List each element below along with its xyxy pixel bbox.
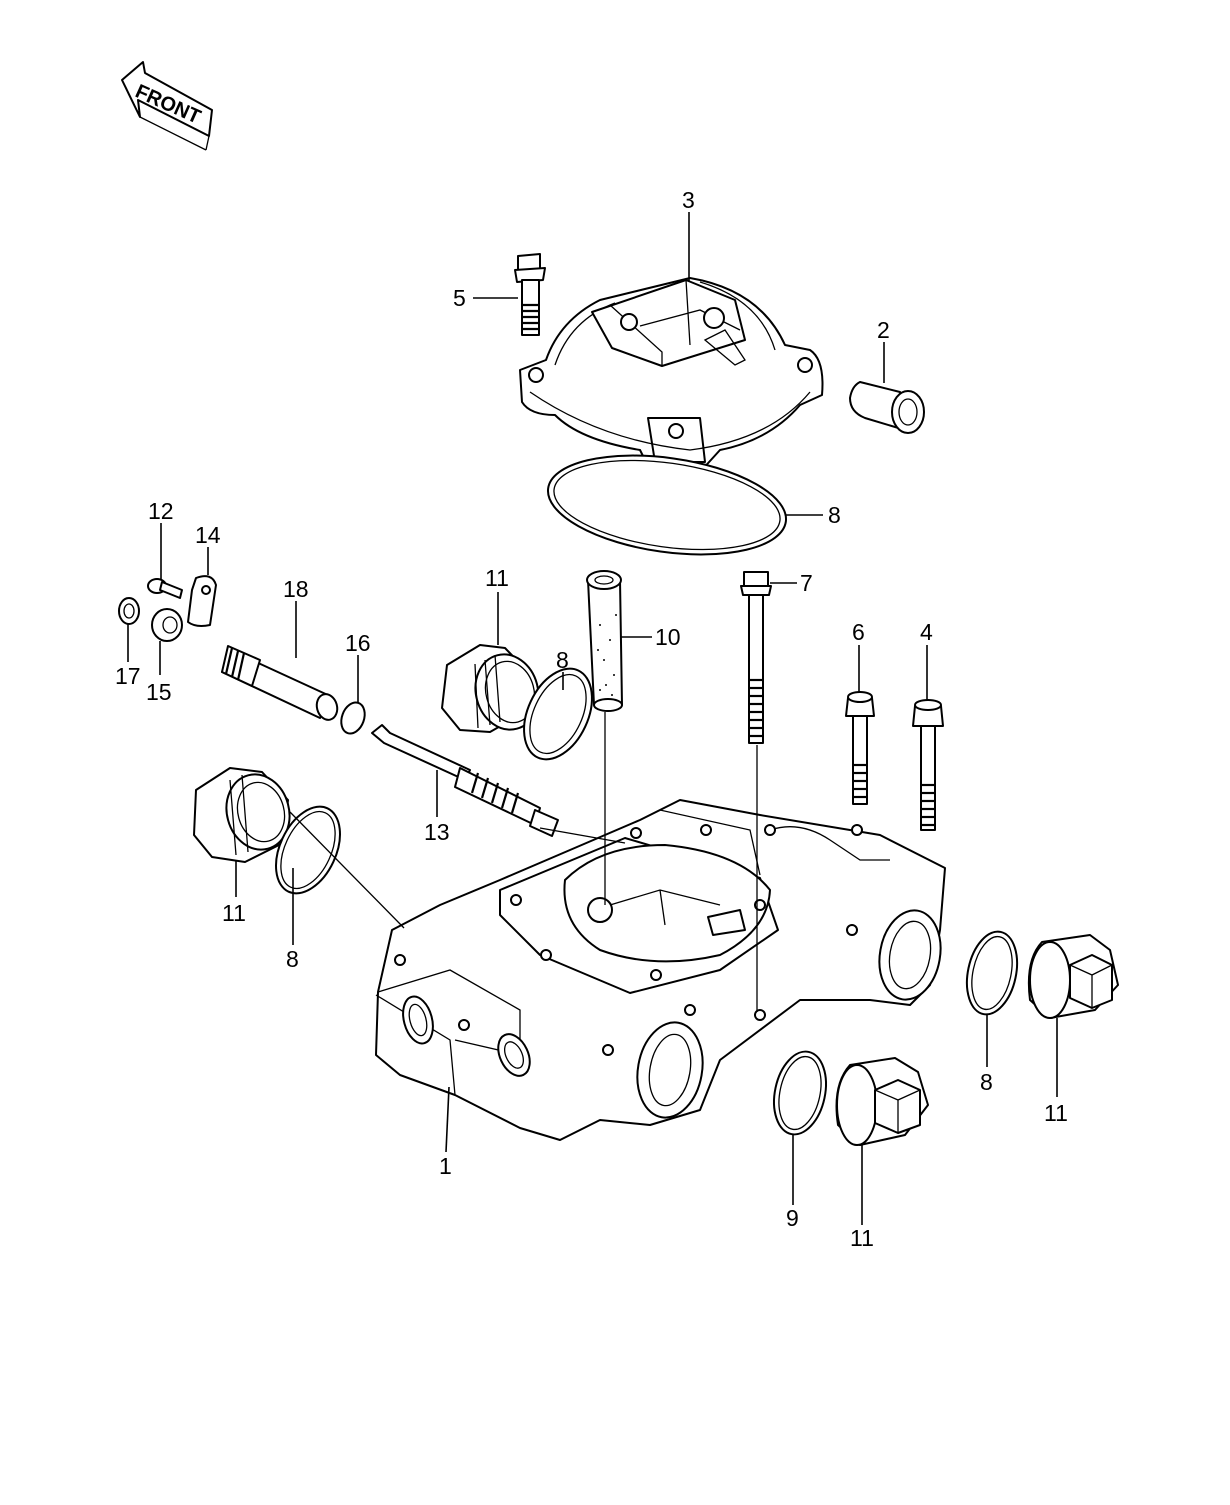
callout-11-right: 11 — [1044, 1100, 1068, 1126]
callout-11-left: 11 — [222, 900, 246, 926]
callout-16: 16 — [345, 630, 371, 656]
part-7-long-bolt — [740, 571, 772, 744]
part-11-plug-bottom — [835, 1057, 929, 1146]
callout-6: 6 — [852, 619, 865, 645]
part-10-filter — [586, 570, 623, 712]
assembly-lines — [289, 712, 758, 1012]
callout-18: 18 — [283, 576, 309, 602]
callout-10: 10 — [655, 624, 681, 650]
callout-12: 12 — [148, 498, 174, 524]
callout-8-bottom: 9 — [786, 1205, 799, 1231]
part-15-nut — [151, 608, 183, 642]
part-6-bolt — [845, 691, 875, 805]
part-12-screw — [147, 578, 183, 599]
callout-11-bottom: 11 — [850, 1225, 874, 1251]
callout-1: 1 — [439, 1153, 452, 1179]
callout-3: 3 — [682, 187, 695, 213]
part-2-bushing — [849, 381, 925, 434]
part-17-washer — [118, 597, 140, 625]
part-8-oring-upper — [523, 667, 593, 761]
callout-8-left: 8 — [286, 946, 299, 972]
part-16-ring — [340, 701, 366, 735]
callout-11-upper: 11 — [485, 565, 509, 591]
part-11-plug-left — [193, 767, 291, 863]
part-8-oring-right — [965, 930, 1019, 1016]
part-8-oring-left — [275, 805, 341, 895]
part-14-plate — [187, 575, 217, 627]
leader-lines — [127, 212, 1058, 1225]
part-9-oring — [546, 454, 788, 556]
part-8-oring-bottom — [773, 1050, 827, 1136]
part-4-bolt — [912, 699, 944, 831]
callout-14: 14 — [195, 522, 221, 548]
callout-4: 4 — [920, 619, 933, 645]
part-5-bolt — [514, 253, 546, 336]
callout-13: 13 — [424, 819, 450, 845]
front-arrow-icon: FRONT — [121, 61, 213, 151]
callout-7: 7 — [800, 570, 813, 596]
part-11-plug-upper — [441, 644, 540, 733]
callout-8-upper: 8 — [556, 647, 569, 673]
callout-2: 2 — [877, 317, 890, 343]
callout-5: 5 — [453, 285, 466, 311]
callout-labels: 3 2 5 8 7 10 11 8 6 4 18 16 14 12 17 15 … — [115, 187, 1068, 1251]
part-3-cover — [519, 277, 824, 479]
callout-9: 8 — [828, 502, 841, 528]
part-18-pipe — [221, 645, 339, 721]
callout-17: 17 — [115, 663, 141, 689]
part-11-plug-right — [1027, 934, 1119, 1019]
callout-8-right: 8 — [980, 1069, 993, 1095]
callout-15: 15 — [146, 679, 172, 705]
